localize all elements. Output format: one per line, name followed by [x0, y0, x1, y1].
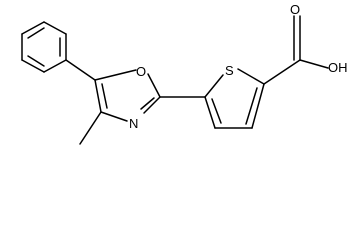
- molecule-drawing: S O N O OH: [21, 2, 348, 145]
- bond-acid-c: [263, 59, 301, 85]
- bond-th-c4-c5-double: [211, 98, 222, 124]
- atom-label-hydroxyl: OH: [328, 60, 348, 75]
- atom-label-sulfur: S: [225, 63, 234, 78]
- atom-label-carbonyl-oxygen: O: [290, 2, 300, 17]
- structure-diagram: S O N O OH: [21, 2, 348, 145]
- phenyl-ring: [21, 21, 67, 73]
- bond-methyl: [79, 111, 102, 145]
- bond-th-c2-c3: [251, 83, 265, 129]
- atom-label-oxazole-oxygen: O: [136, 64, 146, 79]
- oxazole-ring: [94, 69, 161, 122]
- thiophene-ring: [204, 68, 265, 129]
- bond-ph-3: [43, 59, 67, 73]
- bond-ph-1: [43, 21, 67, 35]
- bond-th-s-c2: [237, 68, 265, 85]
- bond-ox-c4-c5: [94, 79, 102, 113]
- bond-ph-double-3: [27, 55, 45, 67]
- atom-label-oxazole-nitrogen: N: [129, 116, 138, 131]
- bond-ox-c5-o: [94, 69, 137, 81]
- bond-th-c4-c5: [204, 96, 216, 129]
- bond-acid-oh: [299, 59, 329, 69]
- bond-ox-c4-c5-double: [101, 83, 108, 109]
- bond-ox-n-c4: [100, 111, 128, 122]
- bond-ph-4: [21, 59, 45, 73]
- bond-ox-o-c2: [147, 73, 161, 98]
- bond-ph-6: [21, 21, 45, 35]
- bond-ox-c2-n: [143, 96, 161, 114]
- bond-phenyl-oxazole: [65, 59, 96, 81]
- bond-th-c2-c3-double: [245, 87, 258, 125]
- carboxylic-acid: [263, 15, 329, 85]
- bond-th-c5-s: [204, 74, 224, 98]
- bond-ph-double-1: [27, 27, 45, 39]
- bond-ox-c2-n-double: [140, 97, 155, 110]
